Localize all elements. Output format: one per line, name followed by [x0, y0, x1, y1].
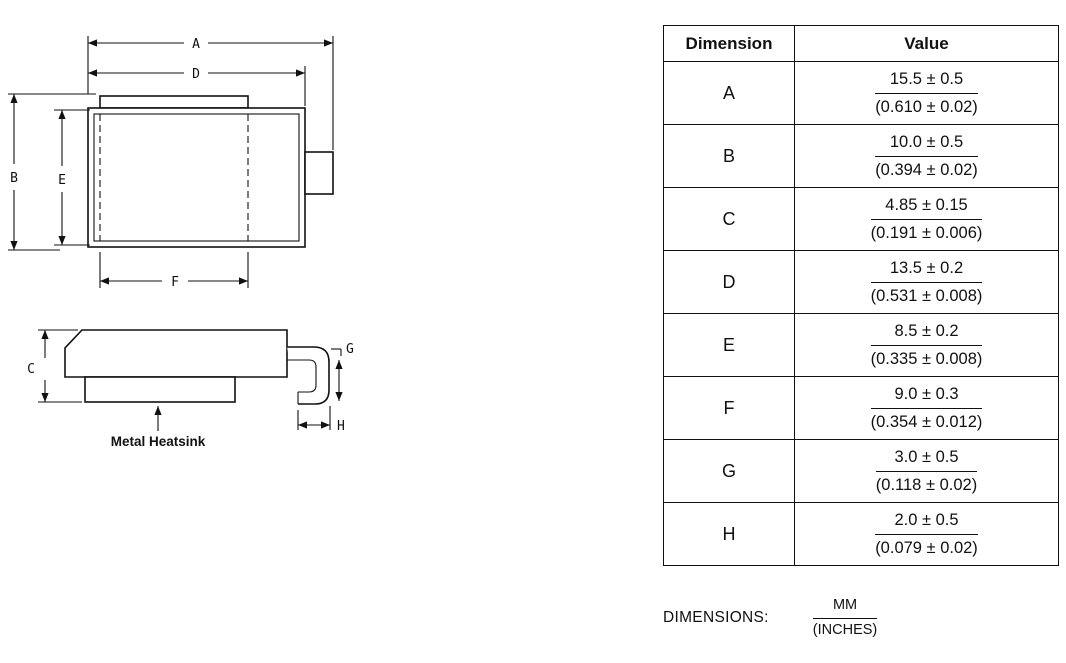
value-cell: 10.0 ± 0.5 (0.394 ± 0.02) — [794, 124, 1059, 188]
lead-outer-curve — [287, 346, 330, 405]
dimension-cell: G — [663, 439, 795, 503]
table-row: C 4.85 ± 0.15 (0.191 ± 0.006) — [663, 187, 1059, 251]
value-inches: (0.394 ± 0.02) — [875, 160, 978, 179]
units-inches: (INCHES) — [812, 621, 878, 638]
heatsink-slab-outline — [84, 376, 236, 403]
dim-label-f: F — [171, 275, 179, 290]
dimension-table: Dimension Value A 15.5 ± 0.5 (0.610 ± 0.0… — [663, 25, 1059, 566]
table-row: G 3.0 ± 0.5 (0.118 ± 0.02) — [663, 439, 1059, 503]
side-view: C G H Metal Heatsink — [27, 329, 354, 449]
value-inches: (0.531 ± 0.008) — [870, 286, 983, 305]
body-outline-inner — [93, 113, 300, 242]
table-header-row: Dimension Value — [663, 25, 1059, 62]
table-row: E 8.5 ± 0.2 (0.335 ± 0.008) — [663, 313, 1059, 377]
value-mm: 4.85 ± 0.15 — [870, 194, 983, 220]
dim-label-e: E — [58, 173, 66, 188]
value-mm: 2.0 ± 0.5 — [875, 509, 978, 535]
lead-outline-top-view — [304, 151, 334, 195]
value-inches: (0.191 ± 0.006) — [870, 223, 983, 242]
value-cell: 3.0 ± 0.5 (0.118 ± 0.02) — [794, 439, 1059, 503]
value-mm: 15.5 ± 0.5 — [875, 68, 978, 94]
header-value: Value — [794, 25, 1059, 62]
dim-label-a: A — [192, 37, 200, 52]
value-cell: 13.5 ± 0.2 (0.531 ± 0.008) — [794, 250, 1059, 314]
dimension-cell: B — [663, 124, 795, 188]
dim-label-d: D — [192, 67, 200, 82]
dimension-cell: F — [663, 376, 795, 440]
units-mm: MM — [812, 596, 878, 619]
value-cell: 15.5 ± 0.5 (0.610 ± 0.02) — [794, 61, 1059, 125]
package-drawing-svg: A D B E — [8, 36, 354, 449]
value-cell: 9.0 ± 0.3 (0.354 ± 0.012) — [794, 376, 1059, 440]
table-row: F 9.0 ± 0.3 (0.354 ± 0.012) — [663, 376, 1059, 440]
table-row: A 15.5 ± 0.5 (0.610 ± 0.02) — [663, 61, 1059, 125]
top-tab-outline — [99, 95, 249, 109]
package-drawing: A D B E — [8, 36, 354, 449]
dimension-cell: H — [663, 502, 795, 566]
value-inches: (0.118 ± 0.02) — [875, 475, 978, 494]
value-inches: (0.610 ± 0.02) — [875, 97, 978, 116]
top-view: A D B E — [8, 36, 334, 290]
table-row: H 2.0 ± 0.5 (0.079 ± 0.02) — [663, 502, 1059, 566]
body-outline-outer — [87, 107, 306, 248]
value-mm: 13.5 ± 0.2 — [870, 257, 983, 283]
lead-inner-curve — [287, 359, 317, 393]
dimension-cell: E — [663, 313, 795, 377]
dimension-cell: C — [663, 187, 795, 251]
dimension-cell: D — [663, 250, 795, 314]
value-cell: 2.0 ± 0.5 (0.079 ± 0.02) — [794, 502, 1059, 566]
value-inches: (0.079 ± 0.02) — [875, 538, 978, 557]
value-cell: 4.85 ± 0.15 (0.191 ± 0.006) — [794, 187, 1059, 251]
value-mm: 9.0 ± 0.3 — [870, 383, 983, 409]
value-mm: 8.5 ± 0.2 — [870, 320, 983, 346]
value-mm: 3.0 ± 0.5 — [875, 446, 978, 472]
dim-label-g: G — [346, 342, 354, 357]
dimensions-note: DIMENSIONS: MM (INCHES) — [663, 596, 878, 640]
value-mm: 10.0 ± 0.5 — [875, 131, 978, 157]
heatsink-label: Metal Heatsink — [111, 434, 206, 449]
dimensions-note-label: DIMENSIONS: — [663, 609, 769, 627]
table-row: D 13.5 ± 0.2 (0.531 ± 0.008) — [663, 250, 1059, 314]
value-cell: 8.5 ± 0.2 (0.335 ± 0.008) — [794, 313, 1059, 377]
value-inches: (0.354 ± 0.012) — [870, 412, 983, 431]
dim-label-b: B — [10, 171, 18, 186]
dim-label-c: C — [27, 362, 35, 377]
side-body-outline — [64, 329, 288, 378]
dimension-cell: A — [663, 61, 795, 125]
value-inches: (0.335 ± 0.008) — [870, 349, 983, 368]
table-row: B 10.0 ± 0.5 (0.394 ± 0.02) — [663, 124, 1059, 188]
dim-label-h: H — [337, 419, 345, 434]
units-fraction: MM (INCHES) — [812, 596, 878, 640]
header-dimension: Dimension — [663, 25, 795, 62]
